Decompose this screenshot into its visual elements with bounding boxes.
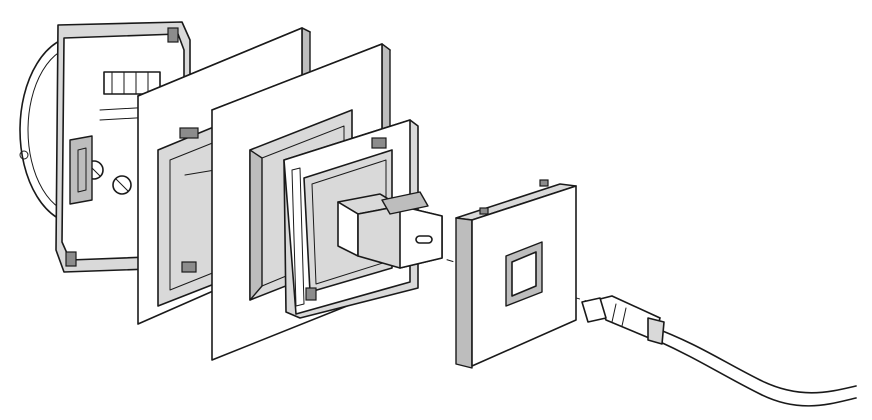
- usb-c-cable: [581, 295, 857, 407]
- usb-c-module: [337, 191, 443, 269]
- cable-wire: [649, 325, 857, 394]
- cover-plate: [455, 179, 577, 369]
- usb-c-plug-tip: [581, 297, 607, 323]
- terminal-block: [103, 71, 161, 95]
- module-latch: [381, 191, 429, 215]
- usb-c-port-icon: [415, 235, 433, 244]
